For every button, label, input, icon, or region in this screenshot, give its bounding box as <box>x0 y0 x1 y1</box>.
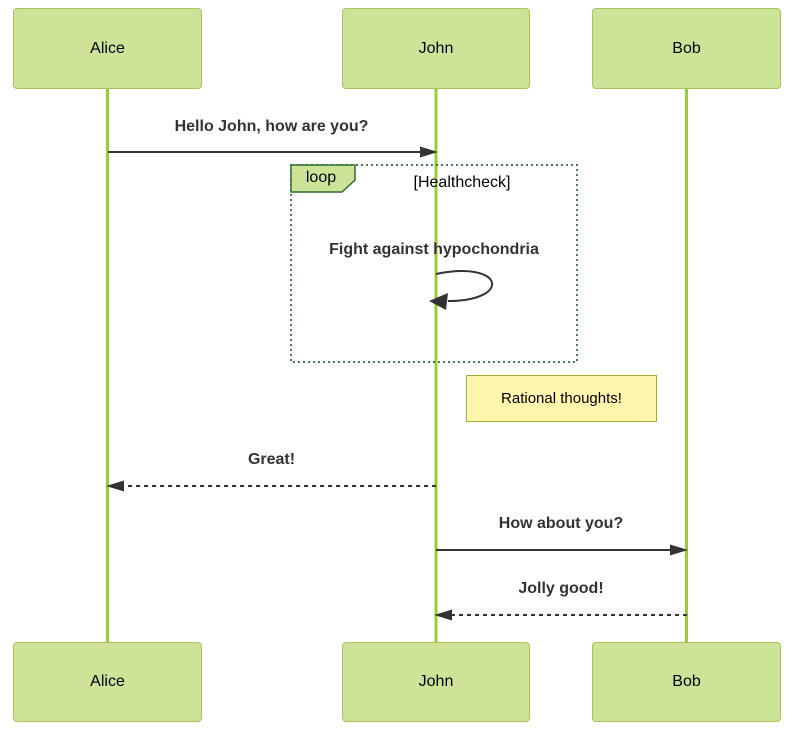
loop-label-text: loop <box>305 169 337 186</box>
arrow-self-loop <box>435 270 493 302</box>
actor-john-bottom: John <box>342 642 530 722</box>
actor-bob-bottom: Bob <box>592 642 781 722</box>
actor-bob-top: Bob <box>592 8 781 89</box>
message-label-great: Great! <box>247 451 296 468</box>
loop-label <box>290 164 356 193</box>
arrow-how-about-head <box>670 544 688 556</box>
loop-frame <box>290 164 578 363</box>
actor-john-top: John <box>342 8 530 89</box>
message-label-jolly: Jolly good! <box>518 580 604 597</box>
arrow-great-head <box>106 480 124 492</box>
arrow-jolly-head <box>434 609 452 621</box>
message-label-self: Fight against hypochondria <box>329 241 539 258</box>
message-label-how-about: How about you? <box>498 515 624 532</box>
note-box: Rational thoughts! <box>466 375 657 422</box>
message-label-hello: Hello John, how are you? <box>174 118 369 135</box>
actor-alice-bottom: Alice <box>13 642 202 722</box>
note-text: Rational thoughts! <box>501 390 622 407</box>
actor-alice-top: Alice <box>13 8 202 89</box>
arrow-hello-head <box>420 146 438 158</box>
arrow-self-loop-head <box>429 293 448 310</box>
loop-condition: [Healthcheck] <box>413 174 511 191</box>
